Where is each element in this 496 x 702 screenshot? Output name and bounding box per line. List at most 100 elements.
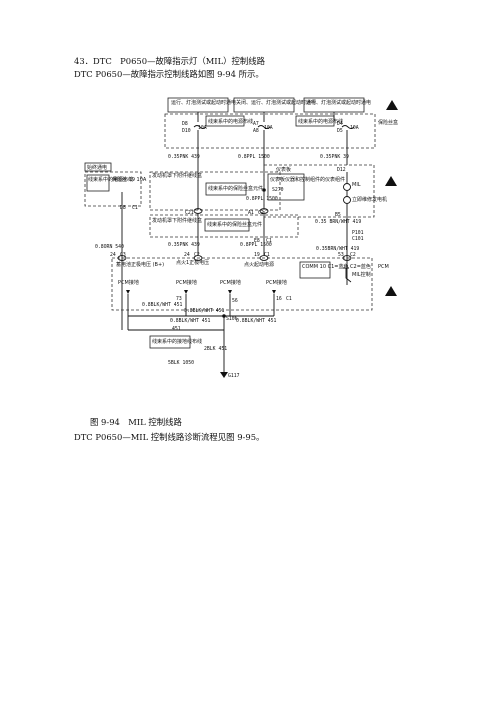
pcm-ign: 点火1正极电压	[176, 259, 209, 266]
relay-right-label: 运行、灯泡测试或起动时通电	[306, 99, 371, 106]
pcm-b3: 19	[254, 252, 260, 258]
wire-bat: 0.8ORN 540	[95, 244, 124, 250]
cluster-wire: 0.35 BRN/WHT 419	[315, 219, 361, 225]
gnd-c3: C1	[286, 296, 292, 302]
fuse-mid-conn: A7	[253, 121, 259, 127]
gnd-splice: S106	[226, 316, 238, 322]
ground-icon	[126, 290, 130, 294]
hot-bus-box	[86, 174, 110, 192]
cluster-b5: B5	[335, 212, 341, 218]
pcm-c: C2	[350, 252, 356, 258]
harness-ref1-box	[205, 182, 247, 196]
pcm-bat: 蓄电池正极电压 (B+)	[116, 261, 164, 268]
wire-ppl: 0.8PPL 1500	[240, 242, 272, 248]
pcm-gnd-b: PCM接地	[176, 279, 197, 286]
mil-label: MIL	[352, 182, 361, 188]
pcm-c8: C1	[266, 238, 272, 244]
fuse-left-conn2: D10	[182, 128, 191, 134]
pcm-c1: C3	[120, 252, 126, 258]
esd-warning-icon	[385, 286, 397, 296]
pcm-c3: C1	[264, 252, 270, 258]
cluster-p101: P101	[352, 230, 364, 236]
ground-point: G117	[228, 373, 240, 379]
cluster-c101: C101	[352, 236, 364, 242]
hot-conn: D8	[120, 205, 126, 211]
hot-fuse-block	[84, 171, 142, 207]
connector-c3	[117, 255, 127, 261]
pcm-gnd-c: PCM接地	[220, 279, 241, 286]
pcm-c2: C2	[194, 252, 200, 258]
pcm-b2: 24	[184, 252, 190, 258]
wire-left: 0.35PNK 439	[168, 154, 200, 160]
wire-right: 0.35PNK 39	[320, 154, 349, 160]
ground-icon	[220, 372, 228, 378]
generator-lamp-icon	[343, 196, 351, 204]
pcm-driver-symbol	[343, 267, 352, 283]
splice-s270: S270	[272, 187, 284, 193]
gnd-pin1: 73	[176, 296, 182, 302]
fuse-right-symbol	[341, 125, 355, 129]
ground-icon	[228, 290, 232, 294]
document-footnote: DTC P0650—MIL 控制线路诊断流程见图 9-95。	[74, 432, 265, 442]
fuse-block-label: 保险丝盒	[378, 119, 398, 126]
fuse-mid-symbol	[257, 125, 271, 129]
splice-a1: A1	[248, 210, 254, 216]
pcm-legend: COMM 10 C1=蓝色 C2=蓝色	[302, 263, 371, 270]
pcm-gnd-d: PCM接地	[266, 279, 287, 286]
fuse-left-conn: D8	[182, 121, 188, 127]
pcm-b1: 24	[110, 252, 116, 258]
esd-warning-icon	[386, 100, 398, 110]
pcm-wire: 0.35BRN/WHT 419	[316, 246, 359, 252]
harness-ground: 线束系中的接地线布线	[152, 338, 202, 345]
pcm-e8: E8	[254, 238, 260, 244]
wire-ign: 0.35PNK 439	[168, 242, 200, 248]
fuse-left-symbol	[193, 125, 207, 129]
wire-mid: 0.8PPL 1500	[238, 154, 270, 160]
wire-mid-lower: 0.8PPL 1500	[246, 196, 278, 202]
hot-label-box	[84, 162, 112, 172]
pcm-ignpwr: 点火起动电源	[244, 261, 274, 268]
gnd-wire7: 5BLK 1050	[168, 360, 194, 366]
pcm-gnd-a: PCM接地	[118, 279, 139, 286]
cluster-outline	[263, 164, 375, 218]
gnd-pin2: 56	[232, 298, 238, 304]
harness-fuse-ref2: 线束系中的保险丝盒元件	[207, 221, 262, 228]
fuse-left-bus: 线束系中的电源布线	[208, 118, 253, 125]
gnd-wire2: 0.8BLK/WHT 451	[184, 308, 225, 314]
cluster-label: 仪表板	[276, 166, 291, 173]
gnd-wire3: 0.8BLK/WHT 451	[170, 318, 211, 324]
pcm-outline	[111, 257, 373, 311]
fuse-block	[164, 113, 376, 149]
connector-c2	[193, 255, 203, 261]
splice-s270-dot	[262, 188, 266, 192]
engine-fuse-block: 发动机罩下附件继线盒	[152, 172, 202, 179]
fuse-right-conn: D4	[337, 121, 343, 127]
document-heading: 43．DTC P0650—故障指示灯（MIL）控制线路	[74, 56, 266, 66]
esd-warning-icon	[385, 176, 397, 186]
pcm-conn: 53	[338, 252, 344, 258]
gnd-pin3: 16	[276, 296, 282, 302]
connector-c1	[259, 255, 269, 261]
harness-ground-box	[149, 335, 191, 349]
fuse-right-conn2: D5	[337, 128, 343, 134]
relay-left-label: 运行、灯泡测试或起动时通电	[171, 99, 236, 106]
ground-icon	[184, 290, 188, 294]
figure-caption: 图 9-94 MIL 控制线路	[90, 417, 182, 427]
gnd-wire4: 0.8BLK/WHT 451	[236, 318, 277, 324]
ground-icon	[272, 290, 276, 294]
pcm-mil-ctrl: MIL控制	[352, 271, 371, 278]
cluster-conn: D12	[337, 167, 346, 173]
document-intro: DTC P0650—故障指示控制线路如图 9-94 所示。	[74, 69, 264, 79]
engine-fuse-block2: 发动机罩下附件继线盒	[152, 217, 202, 224]
hot-fuse: 保险丝 19 10A	[112, 176, 147, 183]
gnd-wire1: 0.8BLK/WHT 451	[142, 302, 183, 308]
relay-mid-label: 关闭、运行、灯泡测试或起动时通电	[236, 99, 316, 106]
hot-c: C1	[132, 205, 138, 211]
fuse-mid-conn2: A8	[253, 128, 259, 134]
pcm-legend-box	[299, 261, 331, 279]
hot-label: 始终通电	[87, 164, 107, 171]
pcm-label: PCM	[378, 264, 389, 270]
mil-desc: 立即维修发电机	[352, 196, 387, 203]
hot-bus: 线束系中的电源布线	[88, 176, 133, 183]
